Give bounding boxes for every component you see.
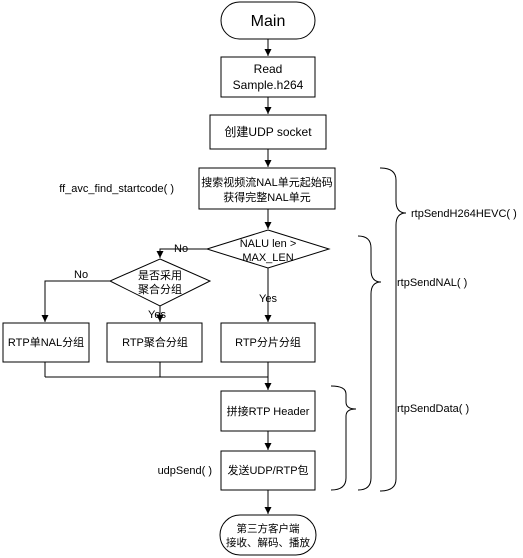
decision-nalu-label-line2: MAX_LEN [242,252,293,264]
edge-label-yes-agg: Yes [148,309,166,321]
decision-agg-label-line2: 聚合分组 [138,282,182,296]
decision-nalu-label-line1: NALU len > [240,238,297,250]
annotation-udp-send: udpSend( ) [158,465,212,477]
splice-header-label: 拼接RTP Header [227,404,310,418]
read-label-line1: Read [254,62,283,76]
annotation-find-startcode: ff_avc_find_startcode( ) [59,183,174,195]
client-label-line1: 第三方客户端 [237,522,300,535]
main-terminal [220,1,316,40]
create-udp-label: 创建UDP socket [224,125,312,139]
send-packet-label: 发送UDP/RTP包 [227,463,308,477]
edge-label-no-nalu: No [174,243,188,255]
search-label-line1: 搜索视频流NAL单元起始码 [201,175,332,189]
rtp-agg-label: RTP聚合分组 [122,335,188,349]
send-packet-node [220,450,316,491]
brace-rtpSendH264HEVC [379,167,407,492]
decision-aggregation [108,258,212,307]
edge-agg-no [41,280,110,322]
annotation-rtpSendData: rtpSendData( ) [397,403,469,415]
brace-rtpSendNAL [357,235,382,491]
rtp-single-label: RTP单NAL分组 [8,335,84,349]
edge-label-yes-nalu: Yes [259,293,277,305]
client-label-line2: 接收、解码、播放 [226,536,310,549]
rtp-frag-label: RTP分片分组 [235,335,301,349]
edge-label-no-agg: No [74,269,88,281]
annotation-rtpSendH264HEVC: rtpSendH264HEVC( ) [411,208,517,220]
rtp-single-node [2,322,90,363]
brace-rtpSendData [330,385,357,491]
edge-nalu-no [156,248,207,258]
connectors [41,39,272,514]
create-udp-node [209,114,327,150]
annotation-rtpSendNAL: rtpSendNAL( ) [397,277,467,289]
client-terminal [219,514,317,556]
decision-nalu-len [205,229,331,269]
search-label-line2: 获得完整NAL单元 [223,190,310,204]
splice-header-node [220,390,316,432]
rtp-agg-node [106,322,203,363]
main-label: Main [251,13,286,30]
decision-agg-label-line1: 是否采用 [138,269,182,282]
read-node [220,56,316,98]
search-nal-node [198,167,336,210]
rtp-frag-node [220,322,316,363]
read-label-line2: Sample.h264 [233,78,304,92]
